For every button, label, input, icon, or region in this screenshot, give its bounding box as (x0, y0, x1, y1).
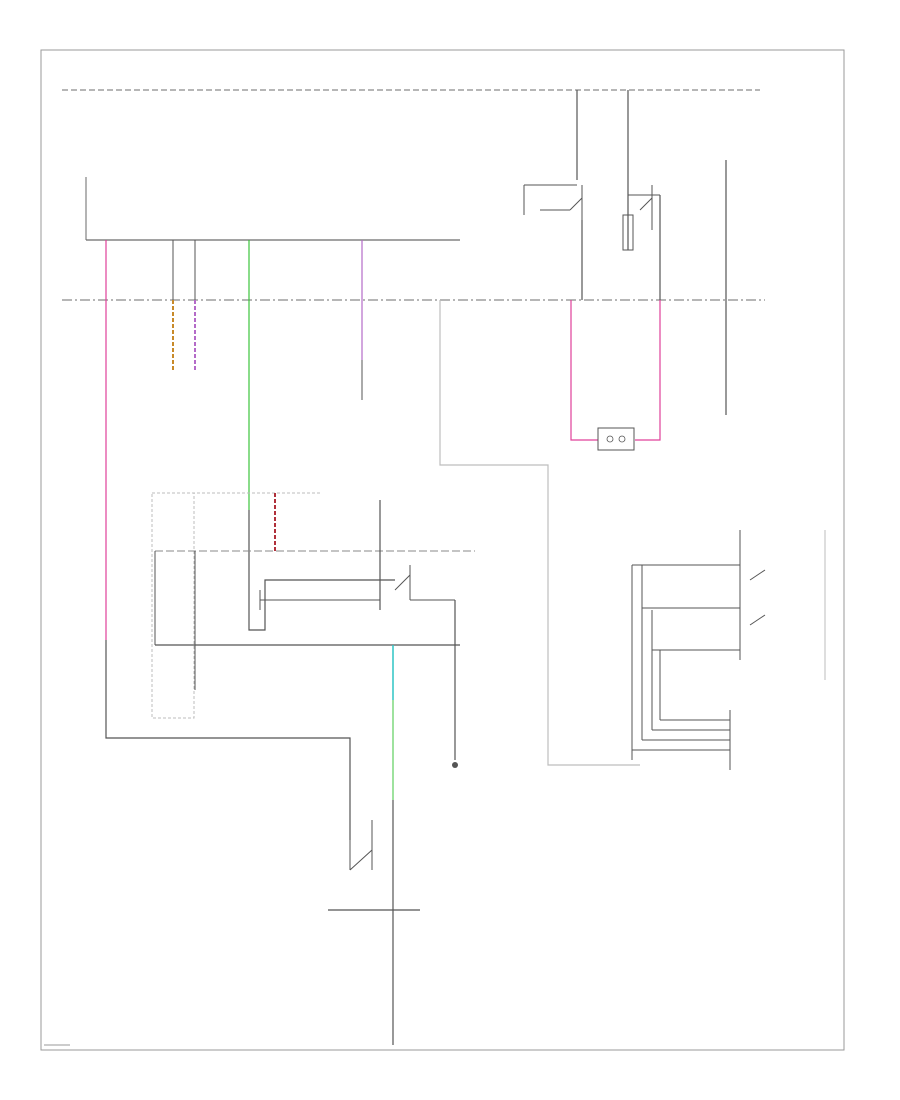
motor-component (597, 427, 635, 451)
switch-group-top-right (523, 90, 727, 415)
black-wire-module (248, 510, 395, 631)
right-switch-panel (631, 530, 826, 770)
diagram-frame (40, 49, 845, 1051)
center-module-box (151, 492, 195, 719)
pink-wire-pair (570, 300, 661, 441)
brake-switch-bottom (328, 820, 420, 911)
black-wire-left-lower (105, 640, 351, 840)
ground-point (452, 762, 458, 768)
gray-wire-right (439, 300, 640, 766)
relay-switch (259, 500, 456, 760)
